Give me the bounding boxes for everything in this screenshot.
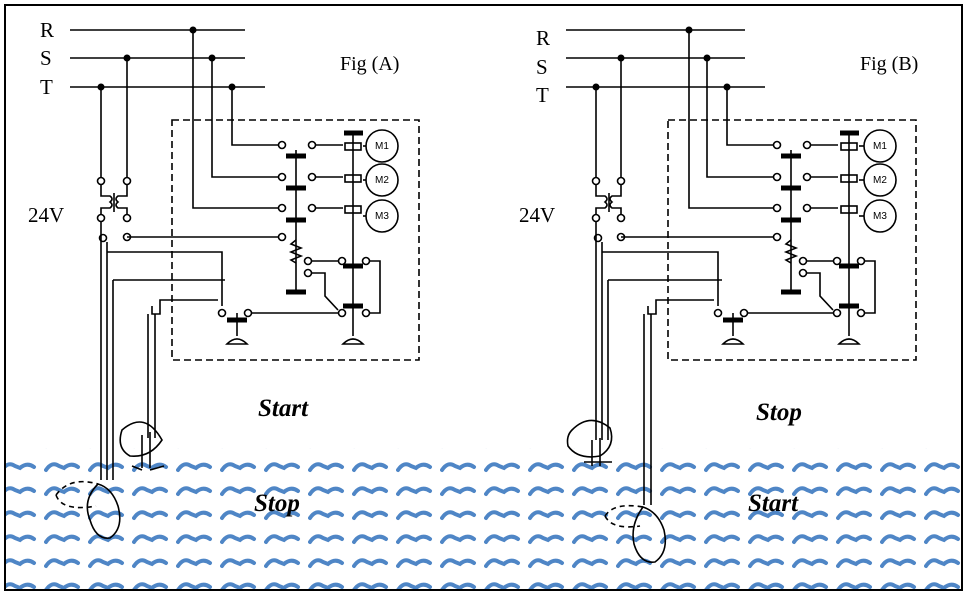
phase-r-label: R xyxy=(536,26,550,50)
lower-float-switch xyxy=(55,480,121,539)
upper-float-switch xyxy=(566,419,613,466)
relay-contacts xyxy=(798,252,876,345)
phase-t-label: T xyxy=(536,83,549,107)
relay-contacts xyxy=(303,252,381,345)
transformer xyxy=(100,185,128,214)
phase-r-label: R xyxy=(40,18,54,42)
voltage-label: 24V xyxy=(28,203,64,227)
motor-m1-label: M1 xyxy=(375,141,389,152)
transformer xyxy=(595,185,622,214)
outer-frame xyxy=(4,4,963,591)
lower-float-switch xyxy=(604,504,667,563)
motor-m3-label: M3 xyxy=(375,211,389,222)
contactor-contacts xyxy=(286,150,306,295)
upper-label: Stop xyxy=(756,399,802,426)
motor-m2: M2 xyxy=(365,163,399,197)
water-area xyxy=(6,448,962,590)
motor-m1: M1 xyxy=(863,129,897,163)
contactor-contacts xyxy=(781,150,801,295)
motor-contact-bracket xyxy=(344,130,363,252)
float-switch-contacts xyxy=(713,308,833,345)
motor-m2: M2 xyxy=(863,163,897,197)
motor-contact-bracket xyxy=(840,130,859,252)
phase-s-label: S xyxy=(536,55,548,79)
float-switch-contacts xyxy=(217,308,338,345)
lower-label: Start xyxy=(748,490,799,517)
motor-m2-label: M2 xyxy=(873,175,887,186)
control-panel-box xyxy=(667,119,917,361)
figure-title: Fig (A) xyxy=(340,53,399,75)
control-panel-box xyxy=(171,119,420,361)
figure-b: R S T Fig (B) 24V xyxy=(519,26,918,563)
voltage-label: 24V xyxy=(519,203,555,227)
motor-m3: M3 xyxy=(365,199,399,233)
motor-m3: M3 xyxy=(863,199,897,233)
figure-a: R S T Fig (A) 24V xyxy=(28,18,420,539)
phase-t-label: T xyxy=(40,75,53,99)
upper-float-switch xyxy=(119,421,165,471)
upper-label: Start xyxy=(258,395,309,422)
figure-title: Fig (B) xyxy=(860,53,918,75)
lower-label: Stop xyxy=(254,490,300,517)
motor-m3-label: M3 xyxy=(873,211,887,222)
motor-m1-label: M1 xyxy=(873,141,887,152)
phase-s-label: S xyxy=(40,46,52,70)
motor-m1: M1 xyxy=(365,129,399,163)
motor-m2-label: M2 xyxy=(375,175,389,186)
